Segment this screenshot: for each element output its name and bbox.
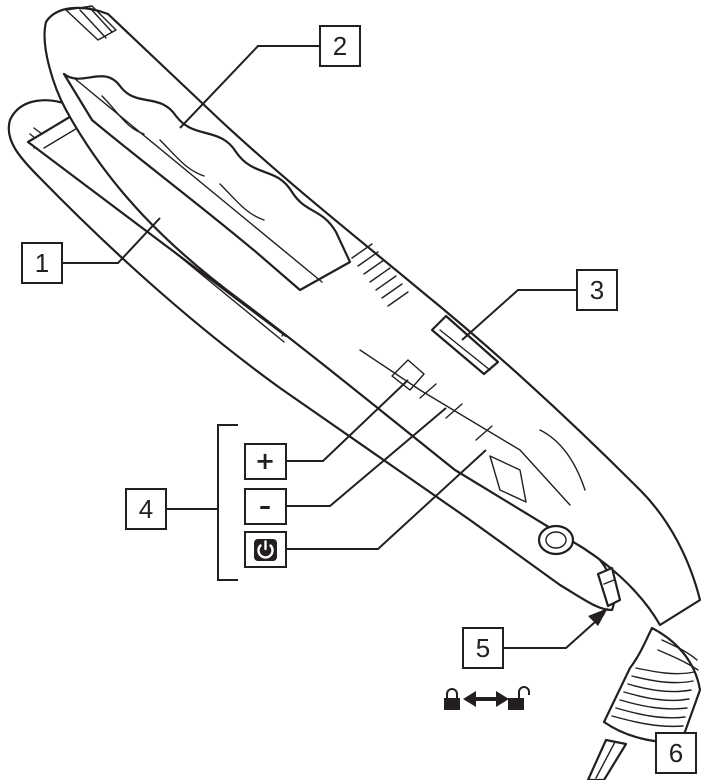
hinge-area <box>359 349 586 506</box>
power-button[interactable] <box>244 531 287 568</box>
callout-6-label: 6 <box>669 738 683 768</box>
callout-3-label: 3 <box>590 275 604 305</box>
lock-open-icon <box>508 686 530 710</box>
power-cord <box>586 738 628 780</box>
leader-line-minus <box>286 407 447 507</box>
callout-5-label: 5 <box>476 633 490 663</box>
callout-2-label: 2 <box>333 31 347 61</box>
callout-4-label: 4 <box>139 494 153 524</box>
callout-2: 2 <box>319 25 361 67</box>
upper-heating-plate <box>62 72 352 292</box>
minus-button[interactable]: – <box>244 488 287 525</box>
leader-line-2 <box>179 45 320 129</box>
plus-button-label: + <box>255 447 275 475</box>
arrowhead-5 <box>588 608 608 626</box>
callout-6: 6 <box>655 732 697 774</box>
leader-line-power <box>286 449 487 550</box>
leader-line-plus <box>286 379 409 462</box>
callout-5: 5 <box>462 627 504 669</box>
leader-line-1 <box>62 217 161 264</box>
callout-1-label: 1 <box>35 248 49 278</box>
cord-strain-relief <box>602 626 702 743</box>
grip-ridges <box>351 243 409 307</box>
callout-1: 1 <box>21 242 63 284</box>
bracket-4 <box>217 424 238 581</box>
plus-button[interactable]: + <box>244 443 287 480</box>
minus-button-label: – <box>259 492 271 520</box>
lock-switch[interactable] <box>596 566 622 608</box>
leader-line-3 <box>461 289 577 341</box>
callout-4: 4 <box>125 488 167 530</box>
lock-closed-icon <box>444 688 460 710</box>
leader-line-5 <box>503 613 605 649</box>
hinge-pivot <box>537 524 575 556</box>
callout-3: 3 <box>576 269 618 311</box>
temperature-display <box>430 314 500 376</box>
double-arrow-icon <box>463 691 509 707</box>
